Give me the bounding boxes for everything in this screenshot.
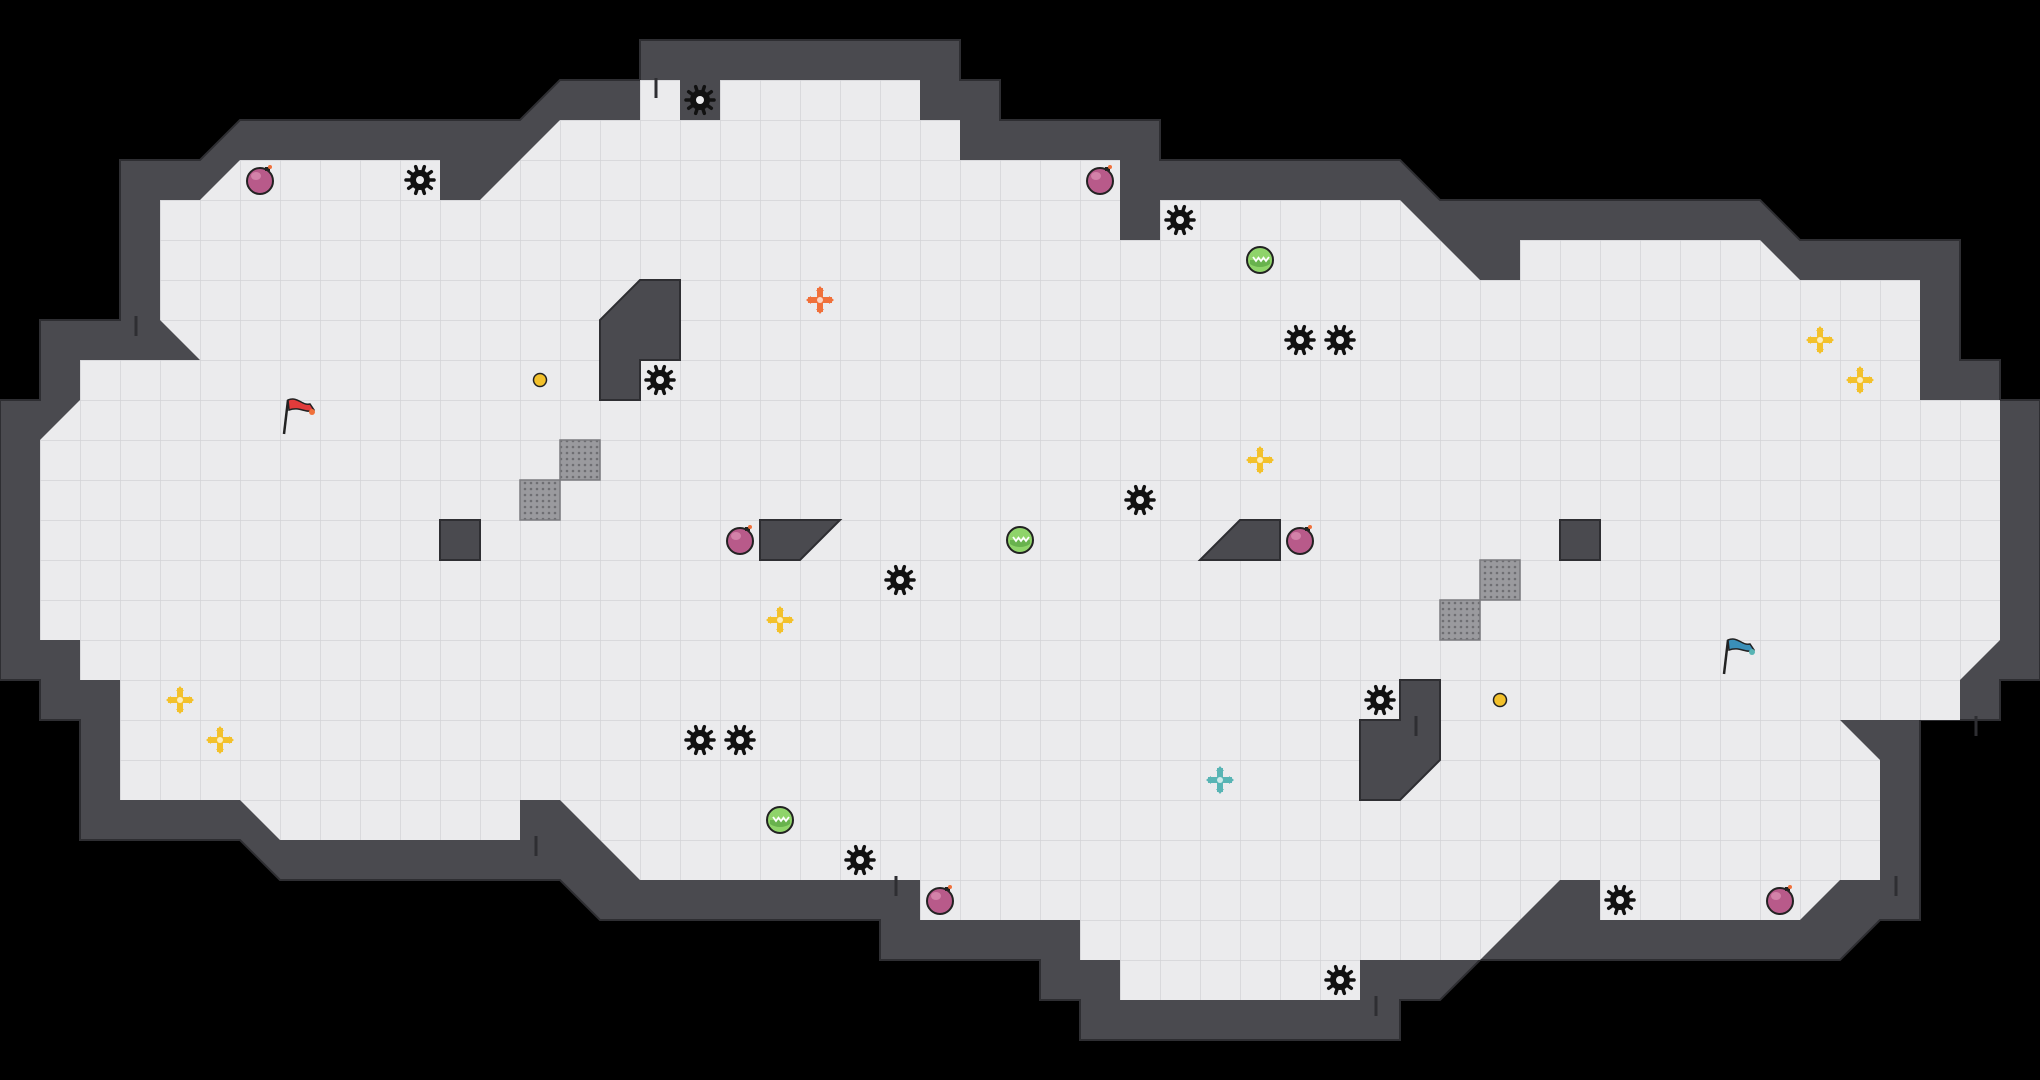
wall-block — [759, 519, 843, 561]
wall-block — [439, 519, 481, 561]
plus-powerup-icon[interactable] — [1204, 764, 1236, 796]
spike-mine-icon — [684, 84, 716, 116]
spike-mine-icon — [884, 564, 916, 596]
red-flag-icon[interactable] — [280, 394, 320, 438]
bomb-orb-icon[interactable] — [1284, 524, 1316, 556]
plus-powerup-icon[interactable] — [804, 284, 836, 316]
bomb-orb-icon[interactable] — [1764, 884, 1796, 916]
green-boost-orb-icon[interactable] — [764, 804, 796, 836]
wall-block — [1197, 519, 1281, 561]
spike-mine-icon — [844, 844, 876, 876]
floor-vent — [559, 439, 601, 481]
spike-mine-icon — [1164, 204, 1196, 236]
plus-powerup-icon[interactable] — [204, 724, 236, 756]
spike-mine-icon — [1124, 484, 1156, 516]
plus-powerup-icon[interactable] — [164, 684, 196, 716]
wall-block — [1359, 679, 1441, 801]
spike-mine-icon — [1364, 684, 1396, 716]
wall-block — [599, 279, 681, 401]
spike-mine-icon — [724, 724, 756, 756]
floor-vent — [1479, 559, 1521, 601]
coin-icon[interactable] — [1492, 692, 1508, 708]
bomb-orb-icon[interactable] — [1084, 164, 1116, 196]
spike-mine-icon — [684, 724, 716, 756]
bomb-orb-icon[interactable] — [924, 884, 956, 916]
spike-mine-icon — [1324, 964, 1356, 996]
wall-notches — [134, 78, 1978, 1016]
spike-mine-icon — [1284, 324, 1316, 356]
spike-mine-icon — [644, 364, 676, 396]
bomb-orb-icon[interactable] — [244, 164, 276, 196]
plus-powerup-icon[interactable] — [764, 604, 796, 636]
wall-block — [1559, 519, 1601, 561]
plus-powerup-icon[interactable] — [1244, 444, 1276, 476]
green-boost-orb-icon[interactable] — [1244, 244, 1276, 276]
green-boost-orb-icon[interactable] — [1004, 524, 1036, 556]
spike-mine-icon — [404, 164, 436, 196]
plus-powerup-icon[interactable] — [1804, 324, 1836, 356]
floor-vent — [519, 479, 561, 521]
bomb-orb-icon[interactable] — [724, 524, 756, 556]
spike-mine-icon — [1324, 324, 1356, 356]
blue-flag-icon[interactable] — [1720, 634, 1760, 678]
coin-icon[interactable] — [532, 372, 548, 388]
floor-vent — [1439, 599, 1481, 641]
spike-mine-icon — [1604, 884, 1636, 916]
plus-powerup-icon[interactable] — [1844, 364, 1876, 396]
